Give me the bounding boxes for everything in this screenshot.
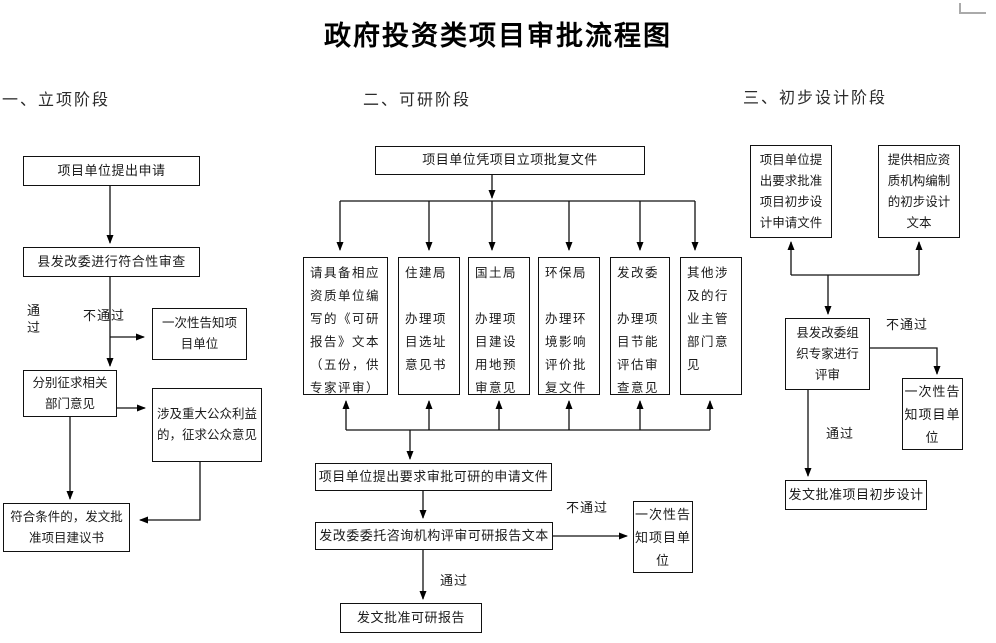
box-submit-application: 项目单位提出申请 — [23, 156, 200, 186]
label-fail-1: 不通过 — [83, 308, 126, 323]
box-compliance-review: 县发改委进行符合性审查 — [23, 247, 200, 277]
stage2-connectors — [336, 175, 714, 600]
box-request-feasibility-approval: 项目单位提出要求审批可研的申请文件 — [315, 463, 552, 491]
box-environment-bureau: 环保局 办理环境影响评价批复文件 — [538, 257, 600, 395]
label-pass-3: 通过 — [826, 426, 855, 441]
box-request-preliminary-design: 项目单位提出要求批准项目初步设计申请文件 — [750, 145, 832, 238]
box-approve-proposal: 符合条件的，发文批准项目建议书 — [3, 503, 130, 552]
box-one-time-notify-1: 一次性告知项目单位 — [152, 308, 247, 360]
box-one-time-notify-3: 一次性告知项目单位 — [902, 378, 963, 450]
page-title: 政府投资类项目审批流程图 — [324, 21, 672, 51]
box-seek-department-opinions: 分别征求相关部门意见 — [23, 370, 117, 417]
box-public-opinions: 涉及重大公众利益的，征求公众意见 — [152, 388, 262, 462]
stage1-connectors — [66, 186, 201, 524]
stage3-connectors — [787, 241, 941, 477]
box-approve-preliminary-design: 发文批准项目初步设计 — [785, 480, 927, 510]
box-approve-feasibility: 发文批准可研报告 — [340, 603, 482, 633]
box-one-time-notify-2: 一次性告知项目单位 — [633, 501, 693, 573]
box-expert-review: 县发改委组织专家进行评审 — [785, 318, 870, 390]
box-feasibility-report: 请具备相应资质单位编写的《可研报告》文本（五份，供专家评审） — [303, 257, 388, 395]
stage2-heading: 二、可研阶段 — [363, 92, 472, 109]
label-pass-2: 通过 — [440, 573, 469, 588]
stage1-heading: 一、立项阶段 — [2, 92, 111, 109]
box-other-departments: 其他涉及的行业主管部门意见 — [680, 257, 742, 395]
label-pass-1: 通过 — [27, 303, 42, 335]
box-approval-document: 项目单位凭项目立项批复文件 — [375, 146, 645, 175]
box-housing-bureau: 住建局 办理项目选址意见书 — [398, 257, 460, 395]
stage3-heading: 三、初步设计阶段 — [743, 90, 888, 107]
box-design-text: 提供相应资质机构编制的初步设计文本 — [878, 145, 960, 238]
box-consulting-review: 发改委委托咨询机构评审可研报告文本 — [315, 522, 553, 550]
label-fail-3: 不通过 — [886, 317, 929, 332]
label-fail-2: 不通过 — [566, 500, 609, 515]
box-land-bureau: 国土局 办理项目建设用地预审意见 — [468, 257, 530, 395]
page-corner-mark — [959, 3, 986, 14]
box-drc-energy-review: 发改委 办理项目节能评估审查意见 — [610, 257, 670, 395]
